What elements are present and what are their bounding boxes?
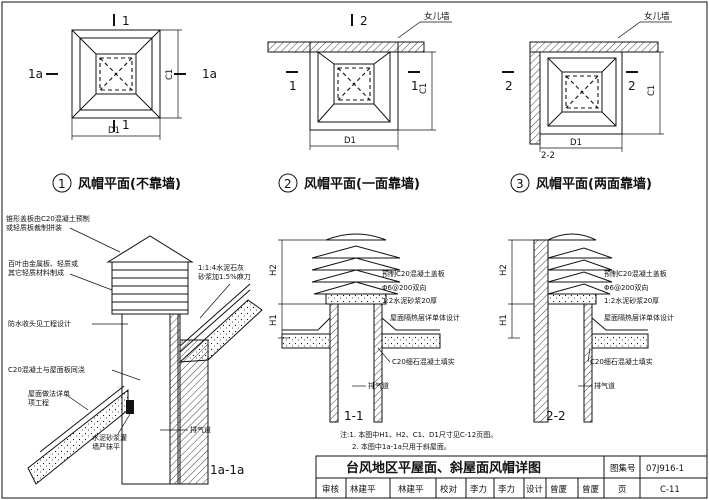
plan2-number: 2 [284,177,292,191]
label-rebar-22: Φ6@200双向 [604,283,648,292]
dim-h1-11: H1 [269,314,279,326]
page-number: C-11 [660,485,680,495]
page-label: 页 [618,485,627,495]
section-11-title: 1-1 [344,409,364,423]
plan1-section-left: 1a [28,67,43,81]
sheet-title: 台风地区平屋面、斜屋面风帽详图 [346,460,541,476]
plan2-title: 风帽平面(一面靠墙) [304,176,420,192]
section-1-1: H2 H1 预制C20混凝土盖板 Φ6@200双向 1:2水泥砂浆20厚 屋面隔… [269,233,460,423]
check-label: 校对 [440,484,458,495]
section-1a-1a: 1a-1a 锥形盖板由C20混凝土预制或轻质板裁制拼装 百叶由金属板、轻质或其它… [6,214,263,485]
designer: 曾厦 [550,484,568,495]
plan1-dim-d: D1 [108,126,120,136]
plan2-dim-c: C1 [419,83,429,94]
label-insulation-11: 屋面隔热层详单体设计 [390,313,460,322]
label-roof: 屋面做法详单项工程 [28,389,70,407]
checker-sign: 李力 [498,484,515,495]
plan1-dim-c: C1 [165,69,175,80]
plan2-cut-top: 2 [360,14,368,28]
note-1: 注:1. 本图中H1、H2、C1、D1尺寸见C-12页图。 [340,430,497,439]
review-label: 审核 [322,484,340,495]
label-slab-22: 预制C20混凝土盖板 [604,269,667,278]
label-louver: 百叶由金属板、轻质或其它轻质材料制成 [8,259,78,277]
design-label: 设计 [526,484,544,495]
label-mortar-1a: 1:1:4水泥石灰砂浆加1.5%麻刀 [198,263,251,281]
plan2-cut-right: 1 [411,79,419,93]
plan1-cut-bottom: 1 [122,118,130,132]
label-cap: 锥形盖板由C20混凝土预制或轻质板裁制拼装 [6,214,90,232]
label-fill-22: C20细石混凝土填实 [590,357,653,366]
atlas-label: 图集号 [610,463,636,474]
plan1-cut-top: 1 [122,14,130,28]
label-fill-11: C20细石混凝土填实 [392,357,455,366]
label-slab-11: 预制C20混凝土盖板 [382,269,445,278]
label-mortar-11: 1:2水泥砂浆20厚 [382,296,437,305]
dim-h2-22: H2 [499,264,509,276]
plan3-cut-left: 2 [505,79,513,93]
plan3-wall-label: 女儿墙 [644,11,670,22]
plan-2: 2 1 1 女儿墙 C1 D1 2 风帽平面(一面靠墙) [267,11,452,193]
plan3-number: 3 [516,177,524,191]
label-rebar-11: Φ6@200双向 [382,283,426,292]
plan2-dim-d: D1 [344,136,356,146]
plan3-dim-c: C1 [647,85,657,96]
plan2-cut-left: 1 [289,79,297,93]
title-block: 台风地区平屋面、斜屋面风帽详图 图集号 07J916-1 审核 林建平 林建平 … [315,455,708,499]
plan1-section-right: 1a [202,67,217,81]
section-1a-title: 1a-1a [210,463,244,477]
label-cement: 水泥砂浆灌墙严抹平 [92,433,127,451]
plan-1: 1 1 1a 1a C1 D1 1 风帽平面(不靠墙) [28,14,217,193]
plan3-cut-right: 2 [628,79,636,93]
plan3-title: 风帽平面(两面靠墙) [536,176,652,192]
plan3-dim-d: D1 [570,138,582,148]
plan1-number: 1 [58,177,66,191]
section-22-title: 2-2 [546,409,566,423]
plan1-title: 风帽平面(不靠墙) [78,176,181,192]
label-insulation-22: 屋面隔热层详单体设计 [604,313,674,322]
reviewer: 林建平 [350,484,376,495]
section-2-2: H2 H1 预制C20混凝土盖板 Φ6@200双向 1:2水泥砂浆20厚 屋面隔… [499,233,674,423]
designer-sign: 曾厦 [582,484,600,495]
label-c20: C20混凝土与屋面板同浇 [8,365,85,374]
dim-h1-22: H1 [499,314,509,326]
label-mortar-22: 1:2水泥砂浆20厚 [604,296,659,305]
label-waterproof: 防水收头见工程设计 [8,319,71,328]
plan3-cut-bottom: 2-2 [541,151,555,161]
plan2-wall-label: 女儿墙 [424,11,450,22]
label-vent-1a: 排气道 [190,425,211,434]
dim-h2-11: H2 [269,264,279,276]
label-vent-22: 排气道 [594,381,615,390]
label-vent-11: 排气道 [368,381,389,390]
note-2: 2. 本图中1a-1a只用于斜屋面。 [352,442,451,451]
checker: 李力 [470,484,487,495]
atlas-number: 07J916-1 [646,464,684,474]
plan-3: 2 2 女儿墙 C1 D1 2-2 3 风帽平面(两面靠墙) [502,11,672,193]
reviewer-sign: 林建平 [398,484,424,495]
